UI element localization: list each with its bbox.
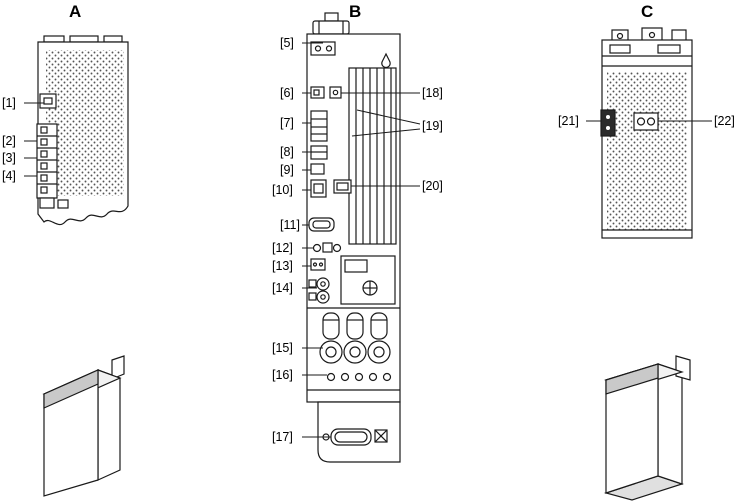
cable-clamp-3 xyxy=(370,312,388,340)
component-9 xyxy=(310,163,325,175)
shield-screw xyxy=(326,372,336,382)
cover-c-vent-band xyxy=(605,363,659,395)
callout-12: [12] xyxy=(272,241,293,255)
callout-13: [13] xyxy=(272,259,293,273)
section-title-b: B xyxy=(349,2,362,21)
perforation-grille-c xyxy=(607,72,687,230)
section-title-a: A xyxy=(69,2,82,21)
power-terminal-2 xyxy=(343,340,367,364)
component-12 xyxy=(312,243,322,253)
callout-22: [22] xyxy=(714,114,735,128)
component-7 xyxy=(310,110,328,142)
callout-14: [14] xyxy=(272,281,293,295)
callout-19: [19] xyxy=(422,119,443,133)
option-slot-shields xyxy=(348,67,397,245)
power-terminal-3 xyxy=(367,340,391,364)
leader-lines-a xyxy=(24,102,44,177)
component-6 xyxy=(310,86,325,99)
callout-5: [5] xyxy=(280,36,294,50)
component-14 xyxy=(316,277,330,291)
section-title-c: C xyxy=(641,2,654,21)
component-21 xyxy=(600,109,616,137)
cable-clamp-2 xyxy=(346,312,364,340)
component-18 xyxy=(329,86,342,99)
device-c-rear-view xyxy=(600,27,693,239)
cable-clamp-1 xyxy=(322,312,340,340)
callout-15: [15] xyxy=(272,341,293,355)
callout-6: [6] xyxy=(280,86,294,100)
callout-8: [8] xyxy=(280,145,294,159)
leader-lines-b xyxy=(302,42,421,438)
cover-a-3d-view xyxy=(42,355,125,497)
callout-10: [10] xyxy=(272,183,293,197)
perforation-grille-a xyxy=(46,50,124,196)
callout-11: [11] xyxy=(280,218,300,232)
device-b-side-view xyxy=(306,12,401,463)
callout-21: [21] xyxy=(558,114,579,128)
callout-9: [9] xyxy=(280,163,294,177)
cover-c-3d-view xyxy=(603,355,691,501)
callout-4: [4] xyxy=(2,169,16,183)
callout-17: [17] xyxy=(272,430,293,444)
callout-7: [7] xyxy=(280,116,294,130)
cover-a-vent-band xyxy=(43,369,99,409)
callout-18: [18] xyxy=(422,86,443,100)
callout-20: [20] xyxy=(422,179,443,193)
power-terminal-1 xyxy=(319,340,343,364)
cover-a-flange xyxy=(111,355,125,380)
component-10 xyxy=(310,179,327,198)
component-13 xyxy=(310,258,326,271)
callout-2: [2] xyxy=(2,134,16,148)
device-a-front-view xyxy=(36,35,129,226)
callout-1: [1] xyxy=(2,96,16,110)
cover-c-flange xyxy=(675,355,691,381)
callout-16: [16] xyxy=(272,368,293,382)
callout-3: [3] xyxy=(2,151,16,165)
